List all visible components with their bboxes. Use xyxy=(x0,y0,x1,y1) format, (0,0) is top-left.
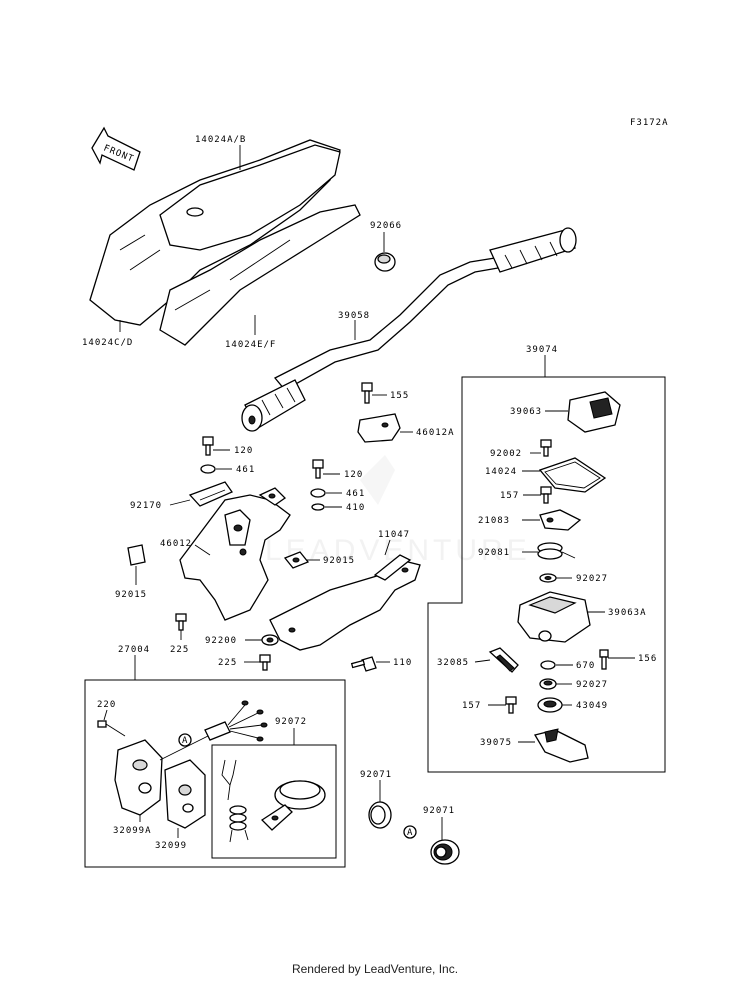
label-410: 410 xyxy=(346,503,365,513)
label-46012a: 46012A xyxy=(416,428,455,438)
right-grip xyxy=(489,227,577,273)
part-92002 xyxy=(540,439,552,457)
label-120-left: 120 xyxy=(234,446,253,456)
label-92071-right: 92071 xyxy=(423,806,455,816)
part-157-top xyxy=(540,486,552,504)
part-120-right xyxy=(312,459,324,479)
label-92027-top: 92027 xyxy=(576,574,608,584)
label-39058: 39058 xyxy=(338,311,370,321)
label-220: 220 xyxy=(97,700,116,710)
label-157-top: 157 xyxy=(500,491,519,501)
label-32085: 32085 xyxy=(437,658,469,668)
label-43049: 43049 xyxy=(576,701,608,711)
part-92066 xyxy=(374,252,396,272)
callout-a-left-text: A xyxy=(182,736,188,746)
label-32099: 32099 xyxy=(155,841,187,851)
part-39063a xyxy=(517,591,591,643)
part-157-bottom xyxy=(505,696,517,714)
part-46012a xyxy=(357,413,401,443)
label-92066: 92066 xyxy=(370,221,402,231)
part-155 xyxy=(361,382,373,404)
diagram-code: F3172A xyxy=(630,118,669,128)
label-39063: 39063 xyxy=(510,407,542,417)
label-461-right: 461 xyxy=(346,489,365,499)
label-155: 155 xyxy=(390,391,409,401)
front-arrow-icon: FRONT xyxy=(91,126,141,171)
left-grip xyxy=(241,379,306,432)
label-120-right: 120 xyxy=(344,470,363,480)
part-92072-spring xyxy=(221,759,249,843)
seat-assembly xyxy=(89,139,361,346)
part-220 xyxy=(97,720,126,737)
part-156 xyxy=(599,649,609,670)
label-92200: 92200 xyxy=(205,636,237,646)
label-14024cd: 14024C/D xyxy=(82,338,133,348)
label-39075: 39075 xyxy=(480,738,512,748)
label-11047: 11047 xyxy=(378,530,410,540)
label-92081: 92081 xyxy=(478,548,510,558)
label-110: 110 xyxy=(393,658,412,668)
part-92071-left xyxy=(368,801,392,829)
part-46012 xyxy=(179,487,291,621)
part-43049 xyxy=(537,697,563,713)
label-21083: 21083 xyxy=(478,516,510,526)
part-225-bottom xyxy=(259,654,271,671)
part-92071-right xyxy=(430,839,460,865)
wire-harness xyxy=(159,700,268,761)
part-92015-center xyxy=(283,551,310,569)
part-225-left xyxy=(175,613,187,631)
part-670 xyxy=(540,660,556,670)
group-box-92072 xyxy=(211,744,337,859)
part-39063 xyxy=(567,391,621,433)
label-225-left: 225 xyxy=(170,645,189,655)
label-92015-left: 92015 xyxy=(115,590,147,600)
label-92170: 92170 xyxy=(130,501,162,511)
label-27004: 27004 xyxy=(118,645,150,655)
label-92072: 92072 xyxy=(275,717,307,727)
handlebar-39058 xyxy=(241,227,577,432)
group-box-39074 xyxy=(427,376,666,773)
part-92015-left xyxy=(127,544,146,566)
callout-a-right-text: A xyxy=(407,828,413,838)
label-156: 156 xyxy=(638,654,657,664)
part-32099a xyxy=(114,739,163,816)
part-92170 xyxy=(188,481,233,507)
part-21083 xyxy=(539,509,582,531)
label-225-bottom: 225 xyxy=(218,658,237,668)
part-410 xyxy=(311,503,325,511)
label-39074: 39074 xyxy=(526,345,558,355)
label-92015-center: 92015 xyxy=(323,556,355,566)
part-14024 xyxy=(538,457,607,493)
label-32099a: 32099A xyxy=(113,826,152,836)
part-110 xyxy=(350,656,377,672)
label-14024ab: 14024A/B xyxy=(195,135,246,145)
part-92072-clamp xyxy=(260,780,326,831)
part-32099 xyxy=(164,759,206,829)
part-92081 xyxy=(537,542,576,560)
group-box-27004 xyxy=(84,679,346,868)
callout-a-right xyxy=(403,825,417,839)
part-32085 xyxy=(488,647,519,673)
label-14024: 14024 xyxy=(485,467,517,477)
part-11047 xyxy=(269,554,421,651)
label-39063a: 39063A xyxy=(608,608,647,618)
label-461-left: 461 xyxy=(236,465,255,475)
callout-a-left xyxy=(178,733,192,747)
label-92071-left: 92071 xyxy=(360,770,392,780)
label-14024ef: 14024E/F xyxy=(225,340,276,350)
label-92027-bottom: 92027 xyxy=(576,680,608,690)
label-670: 670 xyxy=(576,661,595,671)
part-461-left xyxy=(200,464,216,474)
label-157-bottom: 157 xyxy=(462,701,481,711)
footer-credit: Rendered by LeadVenture, Inc. xyxy=(291,962,459,976)
part-461-right xyxy=(310,488,326,498)
part-39075 xyxy=(533,728,589,763)
label-92002: 92002 xyxy=(490,449,522,459)
label-46012: 46012 xyxy=(160,539,192,549)
part-120-left xyxy=(202,436,214,456)
